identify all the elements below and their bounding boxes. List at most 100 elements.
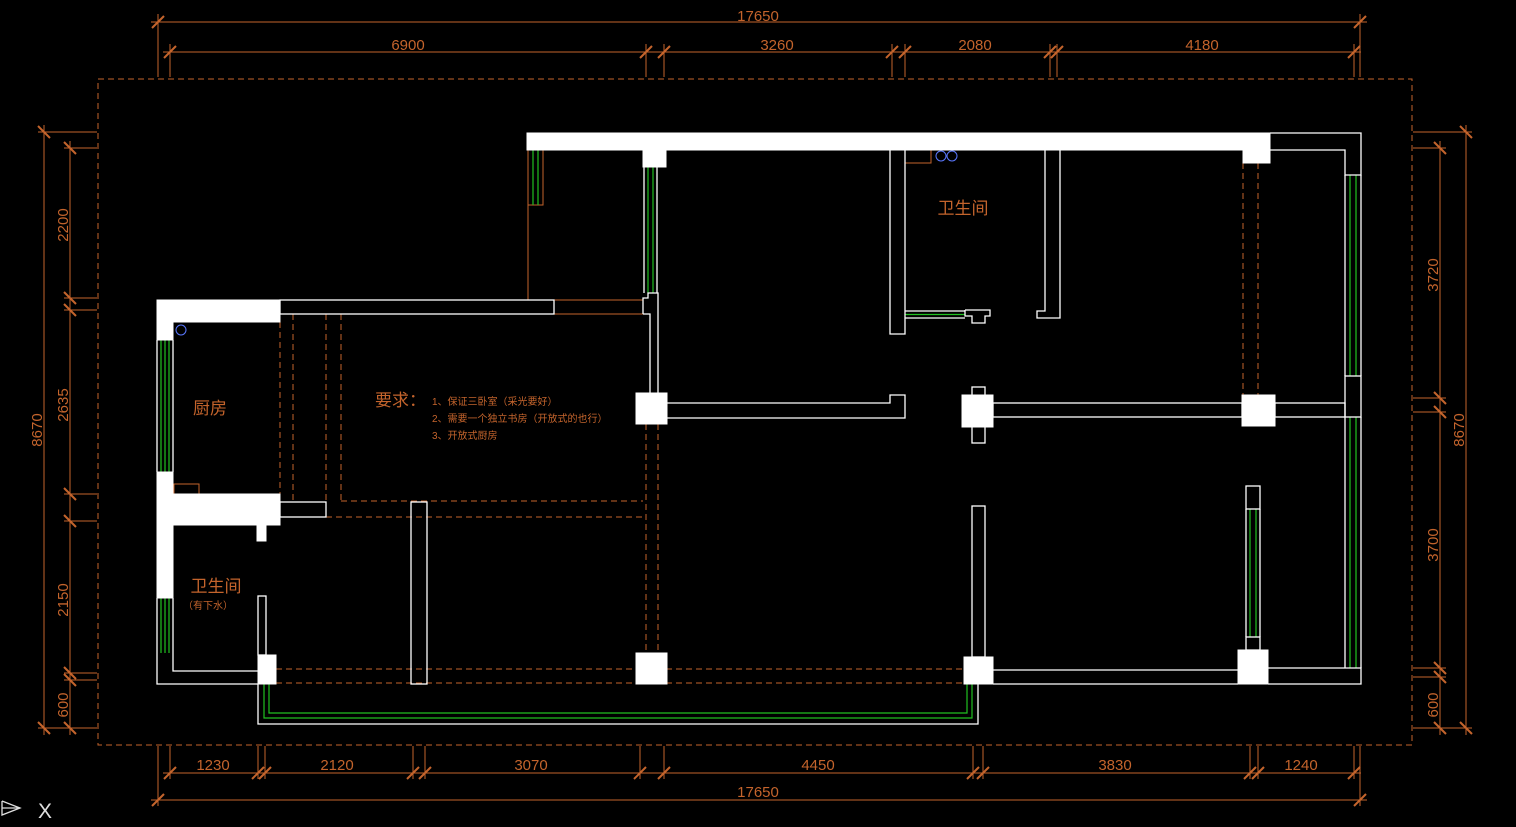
dimension-tick: [1043, 45, 1057, 59]
column: [1237, 649, 1269, 685]
wall-kitchen-stub: [279, 501, 327, 518]
wall-left-mid: [172, 493, 281, 526]
room-label-kitchen: 厨房: [193, 399, 227, 418]
column: [1242, 149, 1271, 164]
balcony-glass-line: [268, 684, 968, 714]
dim-left-1: 2200: [55, 208, 72, 241]
column: [635, 652, 668, 685]
dim-bottom-1: 1230: [196, 757, 229, 774]
dimension-tick: [418, 766, 432, 780]
small-window-frame: [527, 149, 544, 206]
wall-kitchen-top: [156, 299, 281, 323]
wall-right-partition: [1274, 402, 1346, 418]
dimension-tick: [1459, 721, 1473, 735]
construction-lines: [173, 149, 932, 495]
wall-stair-left: [642, 292, 659, 393]
dimension-tick: [1251, 766, 1265, 780]
fixtures: [175, 150, 958, 336]
dimension-tick: [1353, 15, 1367, 29]
wall-top-right-corner: [1270, 132, 1362, 176]
dim-top-2: 3260: [760, 37, 793, 54]
column: [257, 654, 277, 685]
column: [635, 392, 668, 425]
floor-drain-icon: [946, 150, 958, 162]
dimension-tick: [63, 487, 77, 501]
dim-bottom-3: 3070: [514, 757, 547, 774]
balcony-glass-line: [263, 684, 973, 719]
dimension-tick: [898, 45, 912, 59]
dimension-tick: [163, 766, 177, 780]
column: [961, 394, 994, 428]
dimension-tick: [63, 514, 77, 528]
wall-top-bar: [526, 132, 1271, 151]
dimension-tick: [1050, 45, 1064, 59]
wall-bottom-left-corner: [172, 653, 258, 672]
dimension-tick: [63, 721, 77, 735]
dimension-tick: [1433, 405, 1447, 419]
walls-solid: [156, 132, 1276, 685]
bathroom-fixture: [904, 149, 932, 164]
dim-right-3: 600: [1425, 692, 1442, 717]
dim-left-4: 600: [55, 692, 72, 717]
dimension-tick: [63, 303, 77, 317]
dimension-tick: [151, 15, 165, 29]
bathroom-door-jamb: [964, 309, 991, 324]
dimension-tick: [63, 141, 77, 155]
dimension-tick: [63, 291, 77, 305]
window-pier: [1245, 485, 1261, 510]
wall-right-pier: [1344, 375, 1362, 418]
wall-bathroom-left: [889, 150, 906, 335]
requirement-item-2: 2、需要一个独立书房（开放式的也行）: [432, 412, 608, 425]
requirements-note: 要求： 1、保证三卧室（采光要好） 2、需要一个独立书房（开放式的也行） 3、开…: [375, 391, 608, 442]
room-label-bathroom-left: 卫生间: [191, 577, 242, 596]
dimension-tick: [258, 766, 272, 780]
room-label-bathroom-top: 卫生间: [938, 199, 989, 218]
wall-middle-partition: [992, 402, 1243, 418]
dimension-tick: [37, 125, 51, 139]
wall-kitchen-top: [156, 321, 174, 341]
dim-right-total: 8670: [1451, 413, 1468, 446]
dimension-tick: [63, 666, 77, 680]
dimension-tick: [151, 793, 165, 807]
dimension-tick: [639, 45, 653, 59]
dimension-tick: [37, 721, 51, 735]
dimension-tick: [406, 766, 420, 780]
dim-top-1: 6900: [391, 37, 424, 54]
wall-bathroom-right: [1036, 150, 1061, 319]
wall-vertical-right: [971, 505, 986, 658]
room-labels: 卫生间 厨房 卫生间 （有下水）: [183, 199, 989, 612]
dashed-reference-lines: [276, 163, 1259, 684]
wall-left-mid: [156, 471, 174, 599]
floor-drain-icon: [175, 324, 187, 336]
dimension-tick: [1433, 391, 1447, 405]
requirement-item-3: 3、开放式厨房: [432, 429, 498, 442]
dimension-tick: [657, 766, 671, 780]
wall-north-kitchen: [279, 299, 555, 315]
dim-top-4: 4180: [1185, 37, 1218, 54]
dimension-tick: [1433, 670, 1447, 684]
windows: [156, 150, 1362, 725]
dimension-tick: [1353, 793, 1367, 807]
column: [963, 656, 994, 685]
walls-outline: [156, 132, 1362, 685]
dim-right-2: 3700: [1425, 528, 1442, 561]
wall-left-mid: [256, 524, 267, 542]
dim-left-3: 2150: [55, 583, 72, 616]
dimension-geometry: [37, 14, 1473, 807]
balcony-outer-wall: [257, 684, 979, 725]
dimension-tick: [251, 766, 265, 780]
dimension-tick: [633, 766, 647, 780]
wall-vertical-left: [410, 501, 428, 685]
dimension-tick: [163, 45, 177, 59]
dim-left-total: 8670: [29, 413, 46, 446]
wall-left-partition: [667, 394, 906, 419]
ucs-x-label: X: [38, 800, 52, 823]
dimension-tick: [1459, 125, 1473, 139]
dim-bottom-total: 17650: [737, 784, 779, 801]
column: [642, 149, 667, 168]
drawing-border: [97, 78, 1413, 746]
dim-top-total: 17650: [737, 8, 779, 25]
dimension-tick: [63, 673, 77, 687]
wall-bottom-left-corner: [156, 653, 258, 685]
